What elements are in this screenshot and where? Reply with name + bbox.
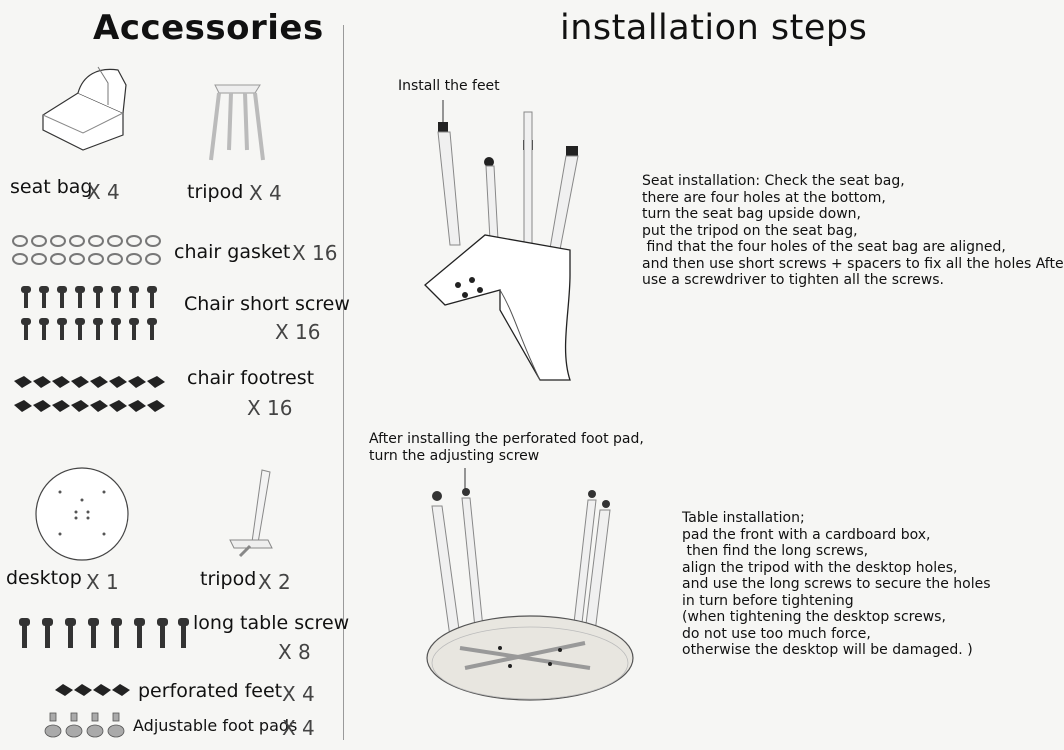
long-screw-label: long table screw — [193, 612, 350, 634]
chair-tripod-illustration — [209, 84, 265, 161]
chair-gasket-label: chair gasket — [174, 241, 291, 263]
desktop-label: desktop — [6, 567, 82, 589]
accessories-title: Accessories — [93, 8, 324, 48]
table-tripod-illustration — [229, 469, 273, 558]
long-screw-qty: X 8 — [278, 640, 311, 664]
adjustable-foot-pad-qty: X 4 — [282, 716, 315, 740]
seat-bag-qty: X 4 — [87, 180, 120, 204]
table-assembly-illustration — [426, 468, 634, 701]
long-screw-illustration — [19, 618, 189, 648]
table-installation-text: Table installation; pad the front with a… — [682, 510, 991, 658]
tripod-qty: X 4 — [249, 181, 282, 205]
chair-footrest-qty: X 16 — [247, 396, 293, 420]
perforated-feet-label: perforated feet — [138, 680, 283, 702]
adjustable-foot-pad-label: Adjustable foot pads — [133, 716, 298, 735]
chair-assembly-illustration — [424, 100, 579, 381]
perforated-feet-illustration — [55, 684, 130, 696]
chair-gasket-qty: X 16 — [292, 241, 338, 265]
perforated-feet-qty: X 4 — [282, 682, 315, 706]
desktop-qty: X 1 — [86, 570, 119, 594]
chair-footrest-illustration — [14, 376, 165, 412]
short-screw-illustration — [21, 286, 157, 340]
desktop-illustration — [35, 467, 129, 561]
chair-footrest-label: chair footrest — [187, 367, 315, 389]
seat-installation-text: Seat installation: Check the seat bag, t… — [642, 173, 1064, 288]
table-tripod-label: tripod — [200, 568, 257, 590]
step2-callout: After installing the perforated foot pad… — [369, 431, 644, 464]
step1-callout: Install the feet — [398, 78, 500, 94]
short-screw-label: Chair short screw — [184, 293, 350, 315]
chair-gasket-illustration — [12, 235, 161, 265]
seat-bag-label: seat bag — [10, 176, 93, 198]
adjustable-foot-pad-illustration — [44, 712, 125, 738]
installation-title: installation steps — [560, 8, 868, 48]
table-tripod-qty: X 2 — [258, 570, 291, 594]
tripod-label: tripod — [187, 181, 244, 203]
seat-bag-illustration — [42, 66, 127, 151]
short-screw-qty: X 16 — [275, 320, 321, 344]
column-divider — [343, 25, 344, 740]
